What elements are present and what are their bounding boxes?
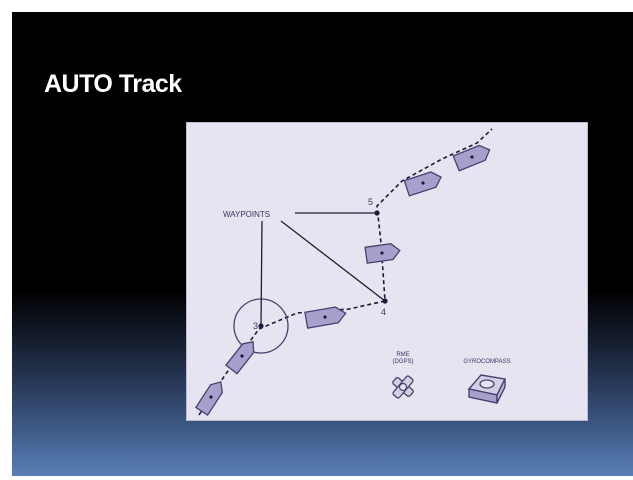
waypoint-5-label: 5 — [368, 197, 373, 207]
waypoints-label: WAYPOINTS — [223, 210, 270, 219]
gyrocompass-icon — [467, 374, 507, 404]
rme-label-line2: (DGPS) — [393, 359, 414, 365]
vessel-icon — [304, 306, 347, 329]
leader-line-to-4 — [280, 220, 386, 302]
slide: AUTO Track — [12, 12, 633, 476]
leader-line-to-3 — [260, 220, 263, 327]
vessel-icon — [403, 171, 442, 197]
waypoint-3-label: 3 — [253, 321, 258, 331]
vessel-icon — [225, 341, 255, 375]
vessel-icon — [452, 144, 491, 172]
waypoint-3-marker — [258, 323, 264, 329]
rme-label-line1: RME — [396, 352, 409, 358]
vessel-icon — [194, 381, 223, 416]
slide-title: AUTO Track — [44, 70, 182, 98]
auto-track-diagram: WAYPOINTS 5 4 3 RME (DGPS) GYROCOMPASS — [186, 122, 588, 421]
waypoint-4-label: 4 — [381, 307, 386, 317]
rme-dgps-antenna-icon — [392, 375, 414, 399]
waypoint-4-marker — [382, 298, 388, 304]
diagram-canvas: WAYPOINTS 5 4 3 RME (DGPS) GYROCOMPASS — [194, 128, 511, 416]
track-path — [198, 128, 493, 416]
gyrocompass-label: GYROCOMPASS — [463, 359, 510, 365]
waypoint-5-marker — [374, 210, 380, 216]
vessel-icon — [364, 243, 401, 264]
